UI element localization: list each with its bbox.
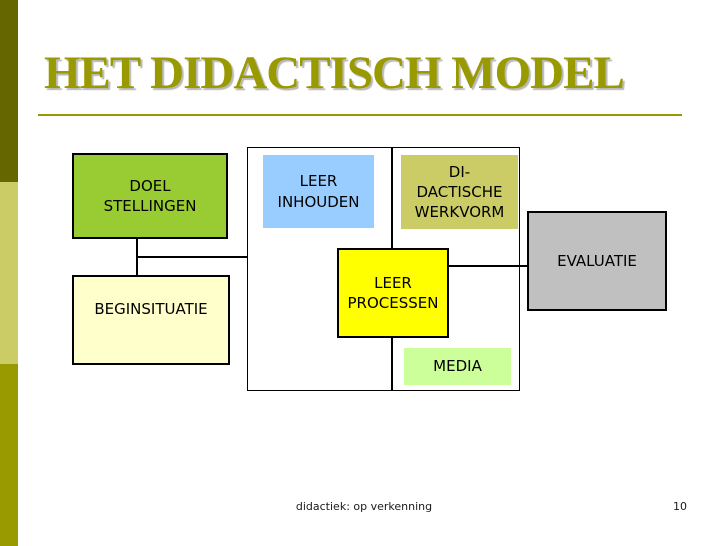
box-beginsituatie: BEGINSITUATIE <box>72 275 230 365</box>
box-leerprocessen: LEER PROCESSEN <box>337 248 449 338</box>
box-leerinhouden-label: LEER INHOUDEN <box>277 172 360 211</box>
sidebar-accent-top <box>0 0 18 182</box>
page-title: HET DIDACTISCH MODEL <box>44 47 625 99</box>
sidebar-accent-middle <box>0 182 18 364</box>
title-underline <box>38 114 682 116</box>
connector-leerprocessen-evaluatie <box>448 265 527 267</box>
footer-text: didactiek: op verkenning <box>295 500 433 513</box>
box-leerprocessen-label: LEER PROCESSEN <box>347 273 439 312</box>
box-doelstellingen: DOEL STELLINGEN <box>72 153 228 239</box>
box-evaluatie-label: EVALUATIE <box>557 251 637 270</box>
box-doelstellingen-label: DOEL STELLINGEN <box>103 176 197 215</box>
sidebar-accent-bottom <box>0 364 18 546</box>
box-evaluatie: EVALUATIE <box>527 211 667 311</box>
box-didactische-werkvorm-label: DI- DACTISCHE WERKVORM <box>414 162 505 222</box>
box-didactische-werkvorm: DI- DACTISCHE WERKVORM <box>401 155 518 229</box>
box-media-label: MEDIA <box>433 357 482 376</box>
box-media: MEDIA <box>404 348 511 385</box>
box-leerinhouden: LEER INHOUDEN <box>263 155 374 228</box>
page-number: 10 <box>673 500 687 513</box>
connector-junction-to-frame <box>136 256 247 258</box>
box-beginsituatie-label: BEGINSITUATIE <box>94 299 208 318</box>
